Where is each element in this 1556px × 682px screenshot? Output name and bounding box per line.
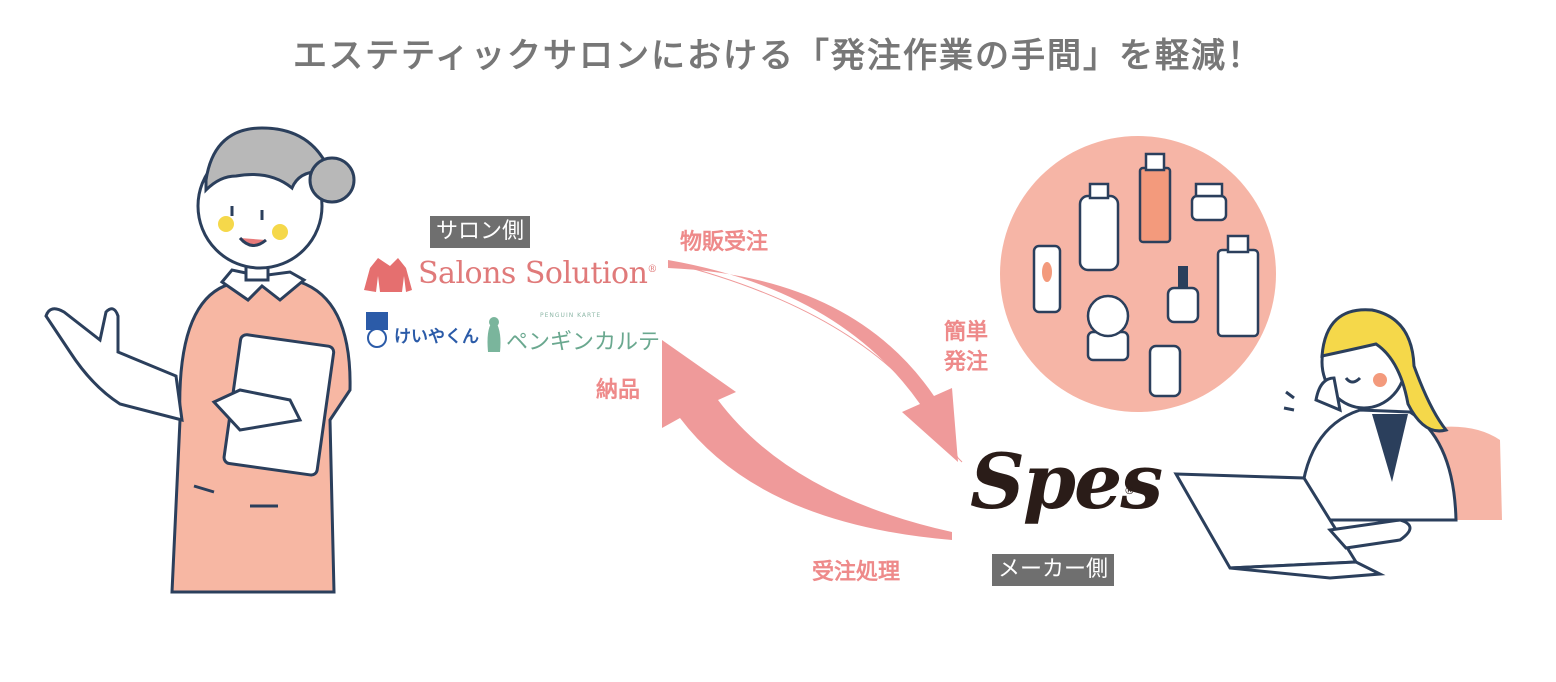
maker-woman-laptop-illustration bbox=[1173, 308, 1502, 580]
delivery-arrow bbox=[662, 340, 952, 540]
hatchu-label: 発注 bbox=[944, 350, 989, 375]
page-title: エステティックサロンにおける「発注作業の手間」を軽減！ bbox=[293, 36, 1263, 76]
salon-staff-illustration bbox=[44, 126, 356, 594]
salon-side-tag: サロン側 bbox=[430, 216, 531, 248]
buppan-juchu-label: 物販受注 bbox=[680, 230, 769, 255]
cosmetics-circle-illustration bbox=[1000, 136, 1276, 412]
delivery-arrow-shape bbox=[662, 340, 952, 540]
juchu-shori-label: 受注処理 bbox=[812, 560, 901, 585]
salons-solution-reg: ® bbox=[647, 264, 657, 275]
kantan-label: 簡単 bbox=[944, 320, 989, 345]
keiyakun-text: けいやくん bbox=[394, 327, 479, 347]
keiyakun-mascot-icon bbox=[366, 312, 388, 348]
order-arrow-shape bbox=[668, 260, 958, 462]
spes-logo: Spes bbox=[970, 437, 1163, 526]
salons-solution-text: Salons Solution® bbox=[418, 256, 657, 291]
maker-side-tag: メーカー側 bbox=[992, 554, 1115, 586]
penguin-karte-small-text: PENGUIN KARTE bbox=[540, 312, 602, 319]
salons-solution-coat-icon bbox=[364, 258, 412, 292]
nouhin-label: 納品 bbox=[596, 378, 641, 403]
penguin-icon bbox=[487, 317, 501, 352]
spes-reg-mark: ® bbox=[1124, 484, 1135, 497]
penguin-karte-text: ペンギンカルテ bbox=[506, 330, 661, 355]
order-arrow bbox=[667, 260, 963, 463]
salons-solution-name: Salons Solution bbox=[418, 256, 648, 291]
